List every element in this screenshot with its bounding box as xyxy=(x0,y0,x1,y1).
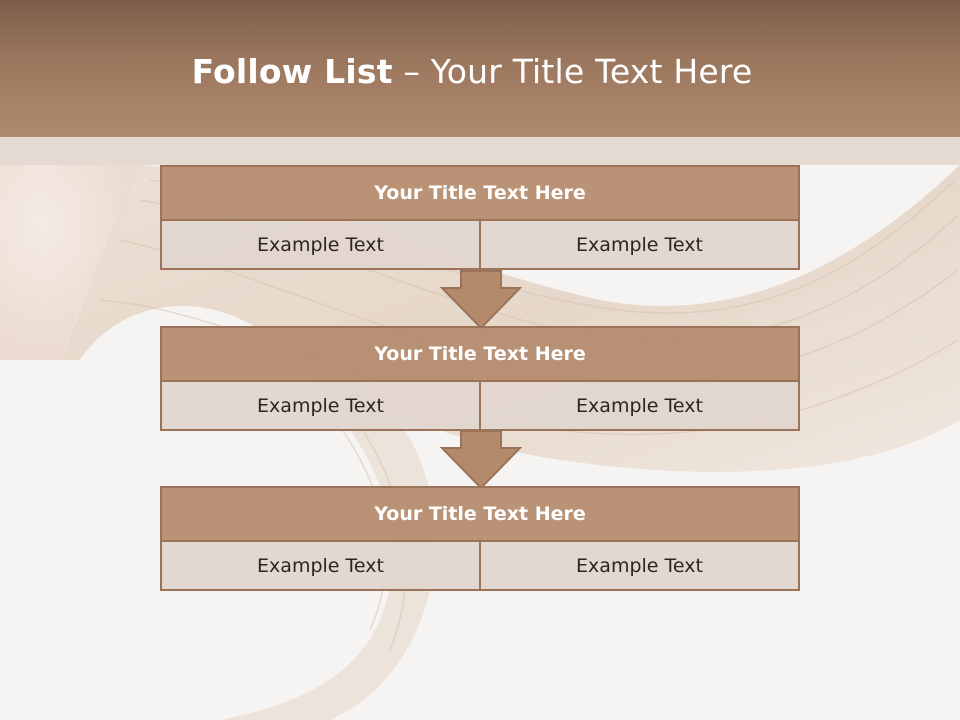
step-cell-left: Example Text xyxy=(160,382,481,431)
step-title: Your Title Text Here xyxy=(160,486,800,542)
step-cell-right: Example Text xyxy=(481,382,800,431)
header-translucent-band xyxy=(0,137,960,165)
down-arrow-icon xyxy=(440,430,522,490)
step-title: Your Title Text Here xyxy=(160,326,800,382)
step-title: Your Title Text Here xyxy=(160,165,800,221)
slide-title-bold: Follow List xyxy=(191,52,393,91)
step-row: Example Text Example Text xyxy=(160,542,800,591)
slide-title-rest: – Your Title Text Here xyxy=(392,52,753,91)
step-cell-left: Example Text xyxy=(160,542,481,591)
step-box-3: Your Title Text Here Example Text Exampl… xyxy=(160,486,800,591)
step-box-1: Your Title Text Here Example Text Exampl… xyxy=(160,165,800,270)
step-cell-right: Example Text xyxy=(481,221,800,270)
step-row: Example Text Example Text xyxy=(160,382,800,431)
step-cell-right: Example Text xyxy=(481,542,800,591)
slide-title: Follow List – Your Title Text Here xyxy=(0,52,944,91)
step-box-2: Your Title Text Here Example Text Exampl… xyxy=(160,326,800,431)
slide-header-bar xyxy=(0,0,960,137)
step-row: Example Text Example Text xyxy=(160,221,800,270)
step-cell-left: Example Text xyxy=(160,221,481,270)
down-arrow-icon xyxy=(440,270,522,330)
